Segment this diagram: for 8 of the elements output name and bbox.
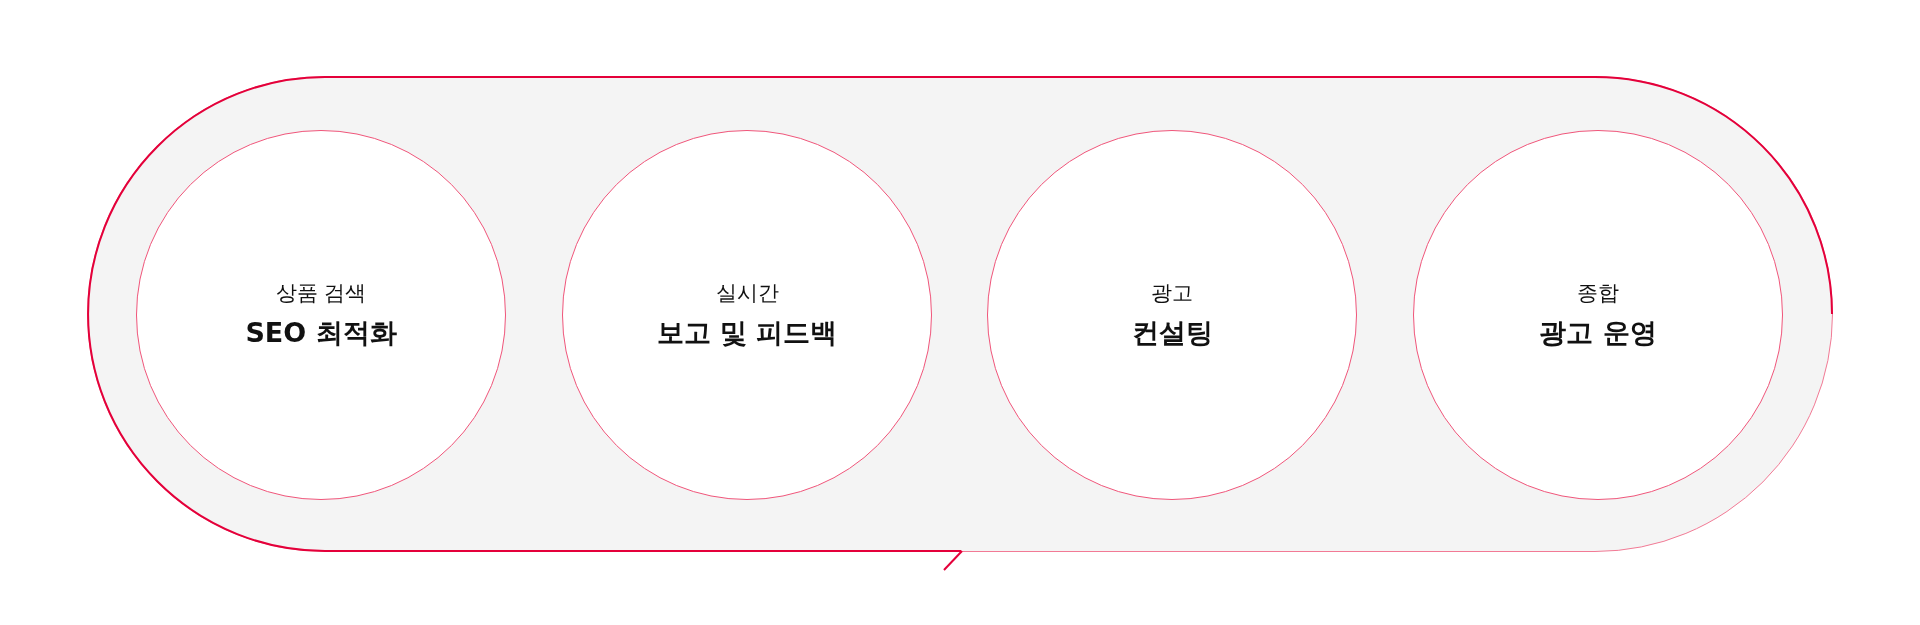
title-text: 컨설팅 <box>1131 316 1213 350</box>
title-text: SEO 최적화 <box>245 316 397 350</box>
subtitle-text: 실시간 <box>715 280 779 307</box>
title-text: 보고 및 피드백 <box>656 316 838 350</box>
subtitle-text: 광고 <box>1151 280 1193 307</box>
title-text: 광고 운영 <box>1539 316 1657 350</box>
subtitle-text: 상품 검색 <box>275 280 367 307</box>
subtitle-text: 종합 <box>1577 280 1619 307</box>
